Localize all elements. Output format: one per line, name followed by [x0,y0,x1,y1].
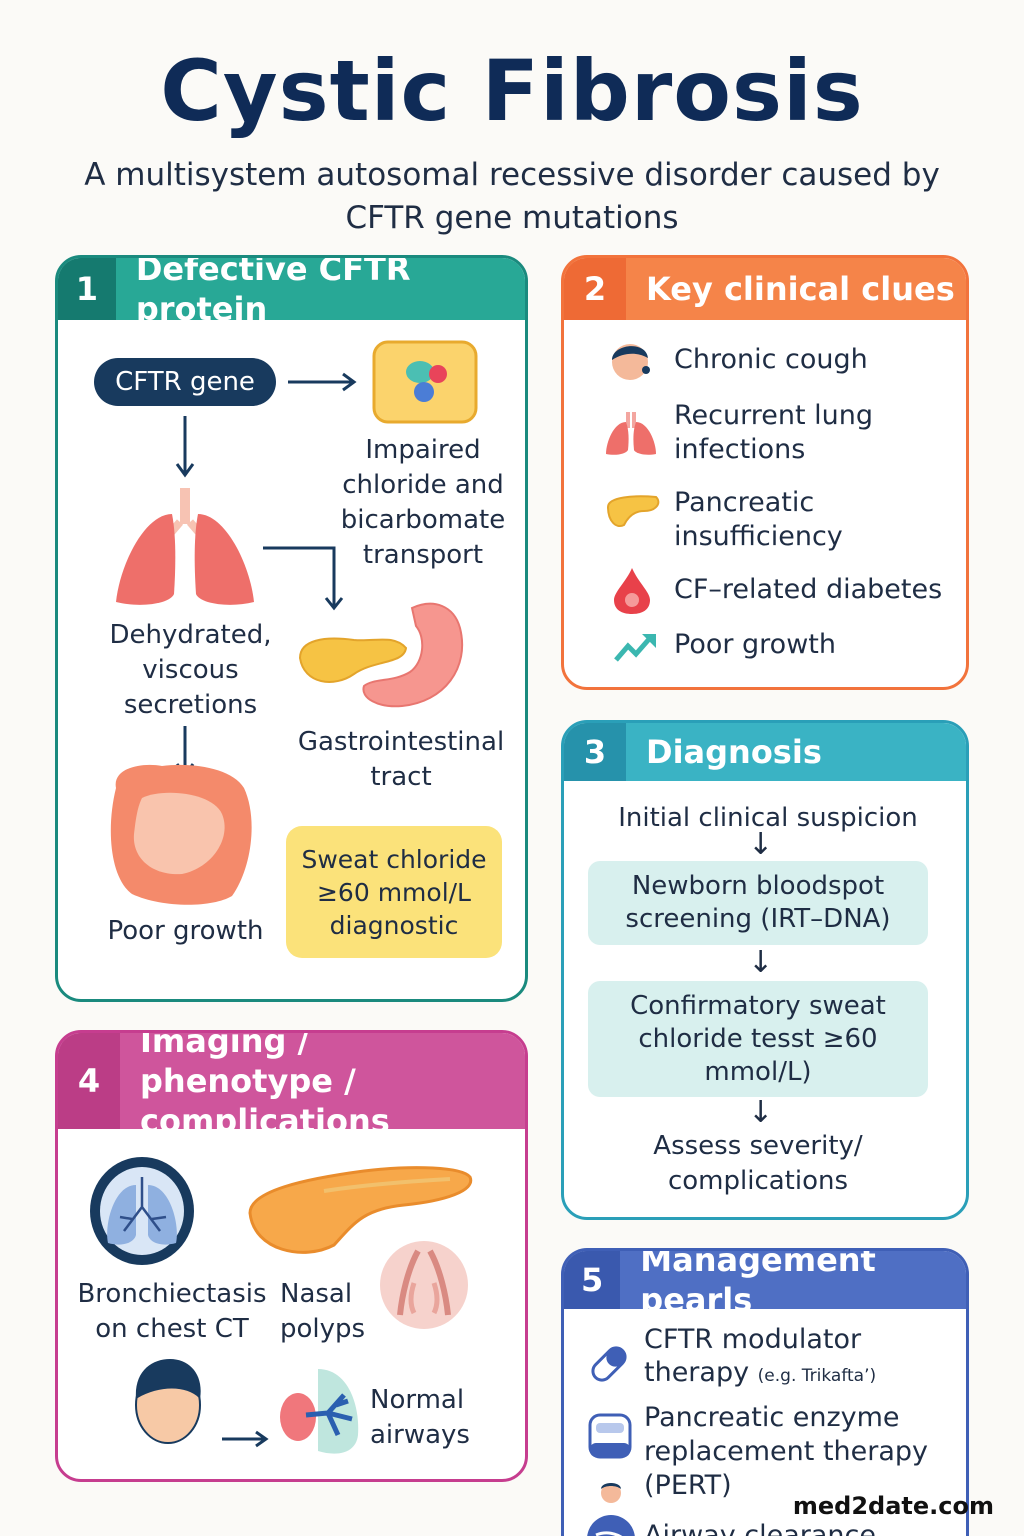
person-icon [587,1483,635,1536]
section-defective-cftr: 1 Defective CFTR protein CFTR gene Impai… [55,255,528,1002]
diagnosis-step-assess: Assess severity/ complications [653,1131,863,1196]
lungs-icon [606,412,656,455]
head-cough-icon [612,344,650,380]
nasal-polyps-text: Nasal polyps [280,1279,366,1344]
airways-icon [280,1369,359,1454]
section-number: 3 [564,723,626,781]
gi-tract-text: Gastrointestinal tract [297,727,505,792]
cftr-gene-label: CFTR gene [115,367,255,397]
normal-airways-text: Normal airways [370,1385,470,1450]
section-imaging: 4 Imaging / phenotype / complications Br… [55,1030,528,1482]
sweat-test-text: Confirmatory sweat chloride tesst ≥60 mm… [630,990,886,1087]
section-title: Defective CFTR protein [135,255,411,328]
nasal-polyp-icon [380,1241,468,1329]
growth-arrow-icon [614,634,656,662]
section-header: 2 Key clinical clues [564,258,966,320]
poor-growth-text: Poor growth [107,916,264,946]
chloride-channel-icon [372,340,478,424]
section-title: Key clinical clues [646,270,955,308]
enzyme-capsule-icon [588,1413,632,1459]
modulator-example: (e.g. Trikafta’) [757,1366,877,1386]
section-header: 4 Imaging / phenotype / complications [58,1033,525,1140]
section-number: 2 [564,258,626,320]
diagnosis-step-initial: Initial clinical suspicion [618,803,918,833]
page-title: Cystic Fibrosis [160,42,864,140]
section-management: 5 Management pearls CFTR modulator thera… [561,1248,969,1536]
modulator-text: CFTR modulator therapy [644,1324,862,1388]
gi-tract-icon [298,602,464,708]
patient-face-icon [135,1359,201,1444]
pancreas-icon [606,495,660,527]
page-subtitle: A multisystem autosomal recessive disord… [84,157,940,236]
section-clinical-clues: 2 Key clinical clues Chronic cough Recur… [561,255,969,690]
section-number: 4 [58,1033,120,1129]
section-number: 5 [564,1251,621,1309]
blood-drop-icon [614,568,650,614]
impaired-transport-text: Impaired chloride and bicarbomate transp… [340,435,506,570]
bronchiectasis-text: Bronchiectasis on chest CT [77,1279,267,1344]
sweat-chloride-text: Sweat chloride ≥60 mmol/L diagnostic [301,844,487,940]
clue-label: Recurrent lung infections [674,400,874,465]
brand-watermark: med2date.com [792,1492,994,1520]
arrow-down-icon: ↓ [748,1095,774,1130]
clue-label: Chronic cough [674,344,868,375]
chest-ct-icon [90,1157,194,1265]
management-item-modulator: CFTR modulator therapy (e.g. Trikafta’) [644,1323,954,1393]
secretions-text: Dehydrated, viscous secretions [109,620,272,720]
screening-text: Newborn bloodspot screening (IRT–DNA) [625,871,891,934]
section-title: Management pearls [640,1248,876,1319]
pancreas-icon [248,1166,473,1254]
section-header: 3 Diagnosis [564,723,966,781]
management-item-airway: Airway clearance [644,1520,876,1536]
cftr-gene-pill: CFTR gene [94,358,276,406]
sweat-chloride-box: Sweat chloride ≥60 mmol/L diagnostic [286,826,502,958]
section-diagnosis: 3 Diagnosis Initial clinical suspicion ↓… [561,720,969,1220]
clue-label: Poor growth [674,629,836,660]
section-title: Imaging / phenotype / complications [140,1030,390,1140]
pill-icon [591,1346,627,1382]
section-header: 5 Management pearls [564,1251,966,1319]
arrow-right-icon [222,1430,269,1448]
diagnosis-step-sweat-test: Confirmatory sweat chloride tesst ≥60 mm… [588,981,928,1097]
section-title: Diagnosis [646,733,822,771]
clue-label: CF–related diabetes [674,574,943,605]
section-header: 1 Defective CFTR protein [58,258,525,328]
arrow-down-icon: ↓ [748,827,774,862]
clue-label: Pancreatic insufficiency [674,487,843,552]
management-item-pert: Pancreatic enzyme replacement therapy (P… [644,1402,929,1501]
lungs-icon [116,488,254,605]
section-number: 1 [58,258,116,320]
arrow-down-icon: ↓ [748,945,774,980]
diagnosis-step-screening: Newborn bloodspot screening (IRT–DNA) [588,861,928,945]
intestines-icon [110,764,252,905]
